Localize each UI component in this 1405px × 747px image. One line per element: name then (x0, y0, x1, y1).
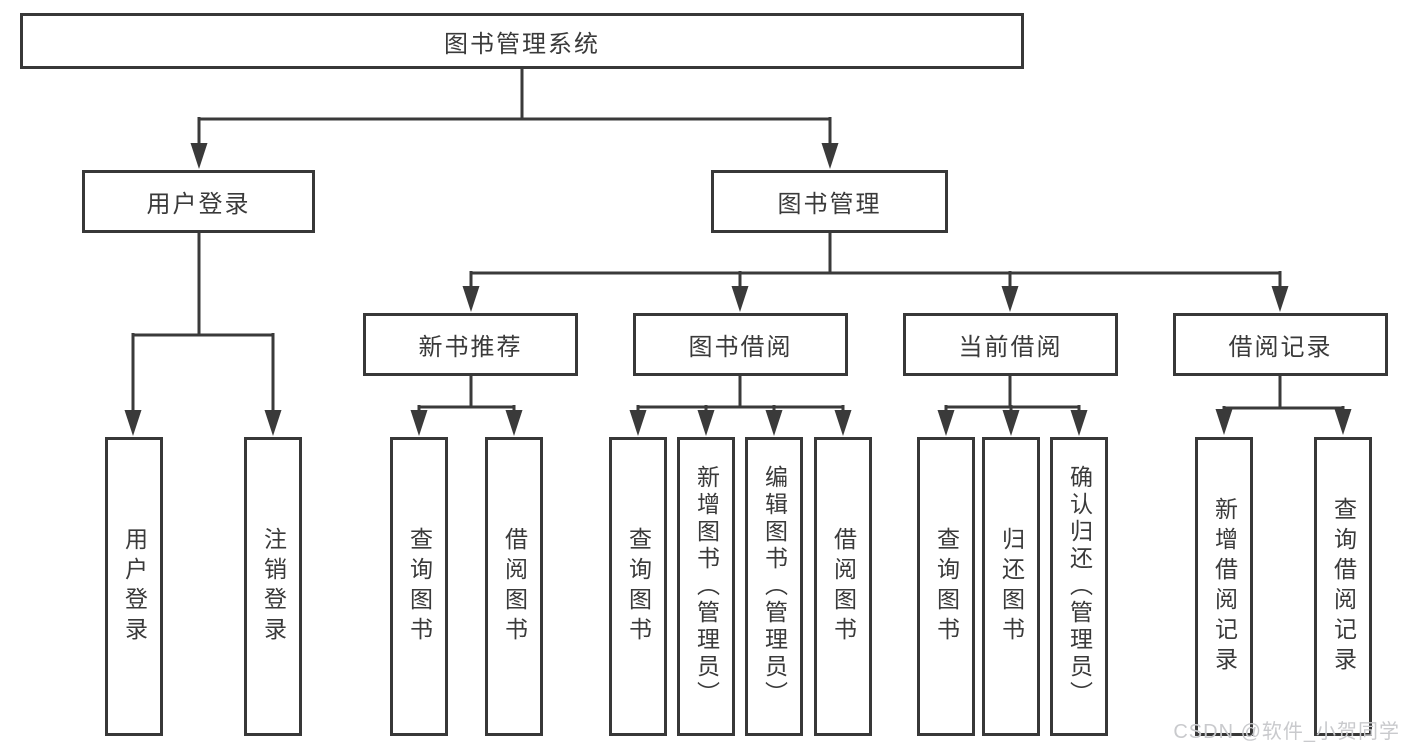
node-current-borrow: 当前借阅 (903, 313, 1118, 376)
node-new-book-recommend: 新书推荐 (363, 313, 578, 376)
arrowhead-icons (124, 143, 1352, 436)
node-current-borrow-label: 当前借阅 (958, 334, 1063, 361)
node-borrow-records-label: 借阅记录 (1228, 334, 1333, 361)
node-new-book-recommend-label: 新书推荐 (418, 334, 523, 361)
node-user-login: 用户登录 (82, 170, 315, 233)
leaf-query-book-recommend-label: 查询图书 (406, 526, 433, 647)
node-book-management-label: 图书管理 (777, 191, 882, 218)
leaf-add-book-admin: 新增图书（管理员） (677, 437, 735, 736)
leaf-query-book-current: 查询图书 (917, 437, 975, 736)
leaf-confirm-return-admin-label: 确认归还（管理员） (1066, 465, 1093, 708)
leaf-add-book-admin-label: 新增图书（管理员） (693, 465, 720, 708)
node-book-borrow: 图书借阅 (633, 313, 848, 376)
leaf-logout: 注销登录 (244, 437, 302, 736)
leaf-edit-book-admin-label: 编辑图书（管理员） (761, 465, 788, 708)
leaf-user-login: 用户登录 (105, 437, 163, 736)
watermark: CSDN @软件_小贺同学 (1173, 721, 1400, 743)
leaf-borrow-book-recommend-label: 借阅图书 (501, 526, 528, 647)
leaf-confirm-return-admin: 确认归还（管理员） (1050, 437, 1108, 736)
node-root: 图书管理系统 (20, 13, 1024, 69)
node-book-borrow-label: 图书借阅 (688, 334, 793, 361)
leaf-query-book-borrow: 查询图书 (609, 437, 667, 736)
leaf-logout-label: 注销登录 (260, 526, 287, 647)
leaf-query-book-borrow-label: 查询图书 (625, 526, 652, 647)
leaf-borrow-book-recommend: 借阅图书 (485, 437, 543, 736)
leaf-query-book-recommend: 查询图书 (390, 437, 448, 736)
node-root-label: 图书管理系统 (444, 30, 600, 58)
leaf-query-borrow-record: 查询借阅记录 (1314, 437, 1372, 736)
leaf-borrow-book: 借阅图书 (814, 437, 872, 736)
node-user-login-label: 用户登录 (146, 191, 251, 218)
node-book-management: 图书管理 (711, 170, 948, 233)
leaf-borrow-book-label: 借阅图书 (830, 526, 857, 647)
leaf-return-book: 归还图书 (982, 437, 1040, 736)
leaf-edit-book-admin: 编辑图书（管理员） (745, 437, 803, 736)
leaf-add-borrow-record: 新增借阅记录 (1195, 437, 1253, 736)
leaf-return-book-label: 归还图书 (998, 526, 1025, 647)
leaf-query-book-current-label: 查询图书 (933, 526, 960, 647)
node-borrow-records: 借阅记录 (1173, 313, 1388, 376)
leaf-user-login-label: 用户登录 (121, 526, 148, 647)
leaf-query-borrow-record-label: 查询借阅记录 (1330, 496, 1357, 677)
leaf-add-borrow-record-label: 新增借阅记录 (1211, 496, 1238, 677)
